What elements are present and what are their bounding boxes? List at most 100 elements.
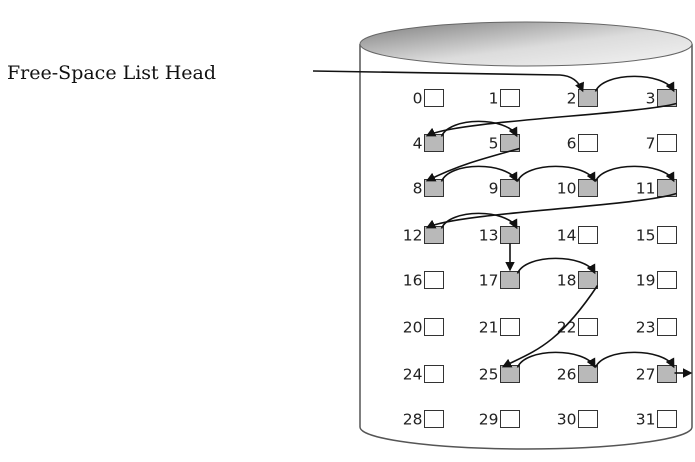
block-number: 22 — [557, 319, 577, 337]
link-arrow-8-to-9 — [440, 165, 518, 183]
free-block-box — [500, 271, 520, 289]
block-number: 21 — [479, 319, 499, 337]
link-arrow-9-to-10 — [516, 165, 596, 183]
link-arrow-12-to-13 — [440, 212, 518, 230]
block-number: 18 — [557, 272, 577, 290]
block-number: 26 — [557, 366, 577, 384]
disk-block-28: 28 — [403, 410, 444, 429]
disk-block-16: 16 — [403, 271, 444, 290]
allocated-block-box — [657, 271, 677, 289]
block-number: 8 — [413, 180, 423, 198]
allocated-block-box — [657, 134, 677, 152]
block-number: 5 — [489, 135, 499, 153]
disk-block-24: 24 — [403, 365, 444, 384]
free-block-box — [578, 365, 598, 383]
disk-block-17: 17 — [479, 271, 520, 290]
disk-block-18: 18 — [557, 271, 598, 290]
allocated-block-box — [500, 89, 520, 107]
block-number: 28 — [403, 411, 423, 429]
allocated-block-box — [500, 410, 520, 428]
block-number: 15 — [636, 227, 656, 245]
link-arrow-18-to-25 — [501, 285, 599, 368]
block-number: 31 — [636, 411, 656, 429]
link-arrow-25-to-26 — [516, 351, 596, 369]
disk-top — [359, 21, 693, 67]
disk-block-10: 10 — [557, 179, 598, 198]
disk-block-31: 31 — [636, 410, 677, 429]
block-number: 29 — [479, 411, 499, 429]
allocated-block-box — [657, 410, 677, 428]
disk-block-30: 30 — [557, 410, 598, 429]
link-arrow-4-to-5 — [440, 120, 518, 138]
allocated-block-box — [424, 318, 444, 336]
allocated-block-box — [657, 318, 677, 336]
block-number: 6 — [567, 135, 577, 153]
disk-block-6: 6 — [567, 134, 598, 153]
disk-block-13: 13 — [479, 226, 520, 245]
disk-block-14: 14 — [557, 226, 598, 245]
link-arrow-10-to-11 — [594, 165, 675, 183]
block-number: 10 — [557, 180, 577, 198]
block-number: 3 — [646, 90, 656, 108]
block-number: 4 — [413, 135, 423, 153]
disk-body — [359, 44, 693, 450]
free-block-box — [500, 365, 520, 383]
allocated-block-box — [424, 365, 444, 383]
disk-block-4: 4 — [413, 134, 444, 153]
disk-block-9: 9 — [489, 179, 520, 198]
block-number: 14 — [557, 227, 577, 245]
link-arrow-17-to-18 — [516, 257, 596, 275]
allocated-block-box — [578, 318, 598, 336]
free-block-box — [424, 134, 444, 152]
free-block-box — [657, 365, 677, 383]
block-number: 2 — [567, 90, 577, 108]
allocated-block-box — [424, 410, 444, 428]
disk-block-29: 29 — [479, 410, 520, 429]
allocated-block-box — [578, 410, 598, 428]
block-number: 17 — [479, 272, 499, 290]
disk-block-2: 2 — [567, 89, 598, 108]
disk-block-8: 8 — [413, 179, 444, 198]
allocated-block-box — [500, 318, 520, 336]
disk-block-26: 26 — [557, 365, 598, 384]
disk-block-11: 11 — [636, 179, 677, 198]
head-pointer-arrow — [312, 70, 584, 93]
disk-block-19: 19 — [636, 271, 677, 290]
free-block-box — [578, 271, 598, 289]
block-number: 13 — [479, 227, 499, 245]
allocated-block-box — [657, 226, 677, 244]
free-block-box — [424, 226, 444, 244]
disk-block-7: 7 — [646, 134, 677, 153]
block-number: 24 — [403, 366, 423, 384]
disk-block-0: 0 — [413, 89, 444, 108]
disk-block-1: 1 — [489, 89, 520, 108]
allocated-block-box — [578, 134, 598, 152]
free-block-box — [578, 179, 598, 197]
free-block-box — [500, 226, 520, 244]
block-number: 19 — [636, 272, 656, 290]
allocated-block-box — [424, 271, 444, 289]
disk-block-27: 27 — [636, 365, 677, 384]
free-block-box — [578, 89, 598, 107]
block-number: 12 — [403, 227, 423, 245]
block-number: 25 — [479, 366, 499, 384]
disk-block-25: 25 — [479, 365, 520, 384]
block-number: 9 — [489, 180, 499, 198]
block-number: 23 — [636, 319, 656, 337]
link-arrow-26-to-27 — [594, 351, 675, 369]
disk-block-23: 23 — [636, 318, 677, 337]
disk-block-22: 22 — [557, 318, 598, 337]
disk-block-15: 15 — [636, 226, 677, 245]
link-arrow-5-to-8 — [425, 147, 520, 182]
free-block-box — [500, 179, 520, 197]
disk-block-20: 20 — [403, 318, 444, 337]
block-number: 30 — [557, 411, 577, 429]
free-space-list-head-label: Free-Space List Head — [7, 62, 216, 84]
block-number: 20 — [403, 319, 423, 337]
block-number: 0 — [413, 90, 423, 108]
free-block-box — [424, 179, 444, 197]
block-number: 27 — [636, 366, 656, 384]
block-number: 7 — [646, 135, 656, 153]
